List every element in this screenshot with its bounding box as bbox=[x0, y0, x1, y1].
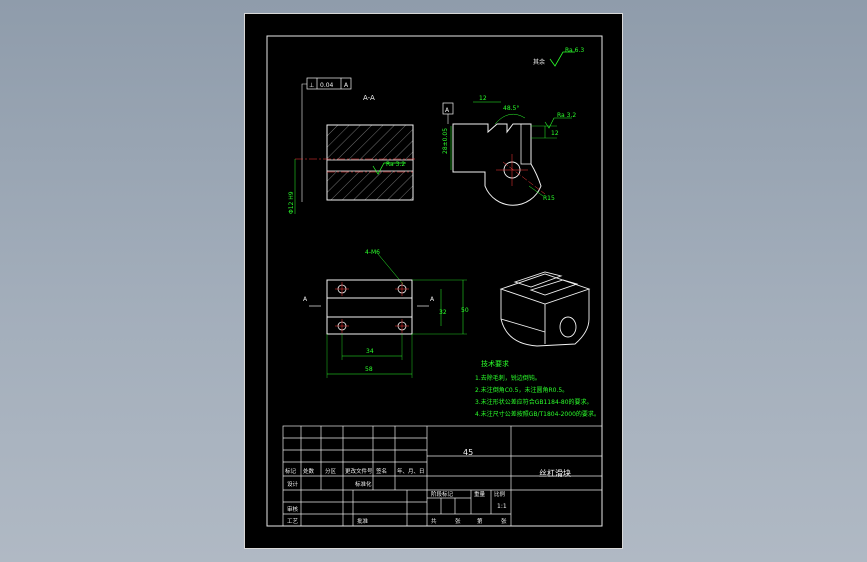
tolerance-frame: ⊥ 0.04 A bbox=[301, 77, 352, 202]
svg-text:比例: 比例 bbox=[494, 490, 506, 498]
side-view: A 12 48.5° 28±0.05 Ra 3.2 12 R15 bbox=[442, 95, 576, 206]
svg-text:Φ12 H9: Φ12 H9 bbox=[288, 191, 295, 214]
svg-text:Ra 3.2: Ra 3.2 bbox=[557, 112, 576, 119]
side-outline bbox=[452, 123, 542, 206]
isometric-view bbox=[499, 271, 591, 347]
svg-text:更改文件号: 更改文件号 bbox=[345, 467, 373, 475]
drawing-sheet: 其余 Ra 6.3 A-A ⊥ 0.04 A Ra 3.2 bbox=[244, 13, 623, 549]
title-block-text: 45 丝杠滑块 1:1 标记 处数 分区 更改文件号 签名 年、月、日 设计 标… bbox=[285, 448, 571, 525]
svg-text:12: 12 bbox=[479, 95, 487, 102]
svg-text:32: 32 bbox=[439, 309, 447, 316]
svg-text:Ra 3.2: Ra 3.2 bbox=[386, 161, 405, 168]
svg-text:年、月、日: 年、月、日 bbox=[397, 467, 425, 475]
roughness-corner-note: 其余 Ra 6.3 bbox=[533, 47, 584, 67]
svg-text:4.未注尺寸公差按照GB/T1804-2000的要求。: 4.未注尺寸公差按照GB/T1804-2000的要求。 bbox=[475, 410, 600, 418]
svg-text:第: 第 bbox=[477, 517, 483, 525]
plan-view: 4-M6 A A 32 50 3 bbox=[303, 249, 469, 378]
svg-text:12: 12 bbox=[551, 130, 559, 137]
svg-text:58: 58 bbox=[365, 366, 373, 373]
svg-text:设计: 设计 bbox=[287, 480, 299, 488]
svg-text:3.未注形状公差应符合GB1184-80的要求。: 3.未注形状公差应符合GB1184-80的要求。 bbox=[475, 398, 593, 406]
section-view: A-A ⊥ 0.04 A Ra 3.2 Φ12 H9 bbox=[288, 77, 417, 214]
svg-text:A-A: A-A bbox=[363, 94, 375, 102]
svg-text:R15: R15 bbox=[543, 195, 555, 202]
svg-text:分区: 分区 bbox=[325, 467, 337, 475]
svg-text:标记: 标记 bbox=[285, 467, 297, 475]
svg-text:其余: 其余 bbox=[533, 58, 545, 66]
svg-text:重量: 重量 bbox=[474, 490, 486, 498]
tech-requirements: 技术要求 1.去除毛刺，锐边倒钝。 2.未注倒角C0.5，未注圆角R0.5。 3… bbox=[475, 359, 600, 418]
plan-holes bbox=[335, 282, 409, 333]
svg-text:28±0.05: 28±0.05 bbox=[442, 128, 449, 154]
svg-text:阶段标记: 阶段标记 bbox=[431, 490, 454, 498]
svg-text:批准: 批准 bbox=[357, 517, 369, 525]
svg-text:A: A bbox=[344, 82, 349, 89]
svg-text:张: 张 bbox=[501, 517, 507, 525]
svg-text:共: 共 bbox=[431, 517, 437, 525]
inner-border bbox=[266, 35, 603, 527]
svg-text:50: 50 bbox=[461, 307, 469, 314]
svg-text:34: 34 bbox=[366, 348, 374, 355]
svg-text:2.未注倒角C0.5，未注圆角R0.5。: 2.未注倒角C0.5，未注圆角R0.5。 bbox=[475, 386, 568, 394]
svg-text:Ra 6.3: Ra 6.3 bbox=[565, 47, 584, 54]
svg-text:A: A bbox=[303, 296, 308, 303]
svg-text:张: 张 bbox=[455, 517, 461, 525]
svg-text:0.04: 0.04 bbox=[320, 82, 334, 89]
title-block bbox=[282, 425, 603, 527]
svg-text:处数: 处数 bbox=[303, 467, 315, 475]
svg-text:丝杠滑块: 丝杠滑块 bbox=[539, 468, 571, 478]
roughness-symbol-icon bbox=[544, 117, 572, 129]
roughness-symbol-icon bbox=[549, 51, 575, 67]
svg-text:A: A bbox=[430, 296, 435, 303]
svg-text:签名: 签名 bbox=[376, 467, 387, 475]
svg-text:45: 45 bbox=[463, 448, 473, 457]
svg-text:48.5°: 48.5° bbox=[503, 105, 519, 112]
svg-text:标准化: 标准化 bbox=[355, 480, 372, 488]
svg-text:审核: 审核 bbox=[287, 505, 299, 513]
svg-text:A: A bbox=[445, 107, 450, 114]
svg-text:1.去除毛刺，锐边倒钝。: 1.去除毛刺，锐边倒钝。 bbox=[475, 374, 541, 382]
svg-text:1:1: 1:1 bbox=[497, 503, 507, 510]
section-bore bbox=[326, 159, 414, 172]
roughness-symbol-icon bbox=[372, 162, 406, 175]
cad-drawing: 其余 Ra 6.3 A-A ⊥ 0.04 A Ra 3.2 bbox=[266, 35, 603, 527]
plan-outline bbox=[326, 279, 413, 335]
svg-text:4-M6: 4-M6 bbox=[365, 249, 380, 256]
svg-text:工艺: 工艺 bbox=[287, 518, 299, 525]
svg-text:⊥: ⊥ bbox=[309, 82, 314, 89]
svg-text:技术要求: 技术要求 bbox=[481, 359, 509, 368]
